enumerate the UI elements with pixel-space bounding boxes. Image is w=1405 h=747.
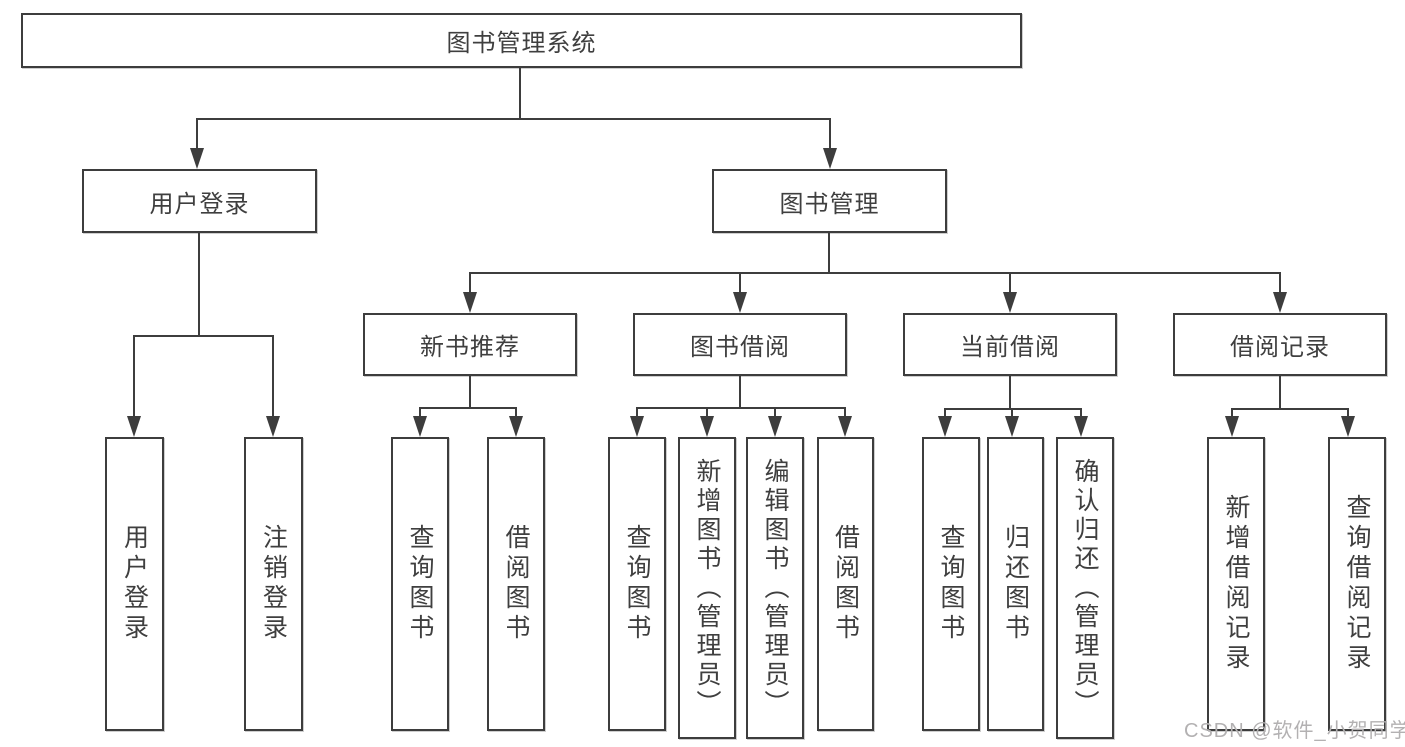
node-current-borrowing: 当前借阅 <box>903 313 1117 376</box>
connector-current-borrowing-stem <box>1009 376 1011 408</box>
arrow-down-icon <box>1005 416 1019 437</box>
connector-book-mgmt-stem <box>828 233 830 272</box>
node-book-borrowing: 图书借阅 <box>633 313 847 376</box>
connector-drop <box>1080 408 1082 419</box>
leaf-borrow-books-recommend: 借阅图书 <box>487 437 545 731</box>
node-book-management: 图书管理 <box>712 169 947 233</box>
arrow-down-icon <box>1074 416 1088 437</box>
leaf-search-borrow-record: 查询借阅记录 <box>1328 437 1386 731</box>
arrow-down-icon <box>1273 292 1287 313</box>
connector-drop <box>1347 408 1349 419</box>
leaf-return-books: 归还图书 <box>987 437 1044 731</box>
arrow-down-icon <box>509 416 523 437</box>
connector-user-login-stem <box>198 233 200 335</box>
node-library-system: 图书管理系统 <box>21 13 1022 68</box>
connector-book-borrowing-rail <box>636 407 846 409</box>
leaf-user-login: 用户登录 <box>105 437 164 731</box>
connector-new-book-stem <box>469 376 471 407</box>
connector-drop-new-book <box>469 272 471 294</box>
connector-drop <box>1231 408 1233 419</box>
connector-current-borrowing-rail <box>944 408 1082 410</box>
connector-drop <box>1011 408 1013 419</box>
connector-drop <box>774 407 776 419</box>
arrow-down-icon <box>768 416 782 437</box>
csdn-watermark: CSDN @软件_小贺同学 <box>1184 720 1405 742</box>
connector-drop-user-login <box>196 118 198 150</box>
leaf-logout: 注销登录 <box>244 437 303 731</box>
leaf-edit-books-admin: 编辑图书（管理员） <box>746 437 804 739</box>
arrow-down-icon <box>630 416 644 437</box>
arrow-down-icon <box>266 416 280 437</box>
leaf-add-books-admin: 新增图书（管理员） <box>678 437 736 739</box>
arrow-down-icon <box>823 148 837 169</box>
arrow-down-icon <box>1003 292 1017 313</box>
connector-drop-book-management <box>829 118 831 150</box>
leaf-search-books-recommend: 查询图书 <box>391 437 449 731</box>
connector-borrow-records-stem <box>1279 376 1281 408</box>
arrow-down-icon <box>413 416 427 437</box>
leaf-search-books-current: 查询图书 <box>922 437 980 731</box>
connector-book-borrowing-stem <box>739 376 741 407</box>
connector-user-login-rail <box>133 335 274 337</box>
arrow-down-icon <box>463 292 477 313</box>
arrow-down-icon <box>190 148 204 169</box>
arrow-down-icon <box>733 292 747 313</box>
connector-book-mgmt-rail <box>469 272 1281 274</box>
connector-drop <box>419 407 421 419</box>
connector-drop <box>844 407 846 419</box>
connector-root-rail <box>196 118 831 120</box>
connector-drop <box>706 407 708 419</box>
leaf-add-borrow-record: 新增借阅记录 <box>1207 437 1265 731</box>
node-borrowing-records: 借阅记录 <box>1173 313 1387 376</box>
leaf-borrow-books-borrowing: 借阅图书 <box>817 437 874 731</box>
connector-new-book-rail <box>419 407 517 409</box>
arrow-down-icon <box>127 416 141 437</box>
arrow-down-icon <box>838 416 852 437</box>
arrow-down-icon <box>1341 416 1355 437</box>
connector-drop <box>636 407 638 419</box>
connector-root-stem <box>519 68 521 118</box>
leaf-confirm-return-admin: 确认归还（管理员） <box>1056 437 1114 739</box>
connector-drop <box>944 408 946 419</box>
connector-drop-current-borrowing <box>1009 272 1011 294</box>
connector-drop-leaf-logout <box>272 335 274 417</box>
connector-drop-borrowing-records <box>1279 272 1281 294</box>
connector-drop-leaf-user-login <box>133 335 135 417</box>
connector-drop-book-borrowing <box>739 272 741 294</box>
node-user-login: 用户登录 <box>82 169 317 233</box>
node-new-book-recommendation: 新书推荐 <box>363 313 577 376</box>
leaf-search-books-borrowing: 查询图书 <box>608 437 666 731</box>
arrow-down-icon <box>700 416 714 437</box>
connector-borrow-records-rail <box>1231 408 1349 410</box>
arrow-down-icon <box>938 416 952 437</box>
connector-drop <box>515 407 517 419</box>
arrow-down-icon <box>1225 416 1239 437</box>
